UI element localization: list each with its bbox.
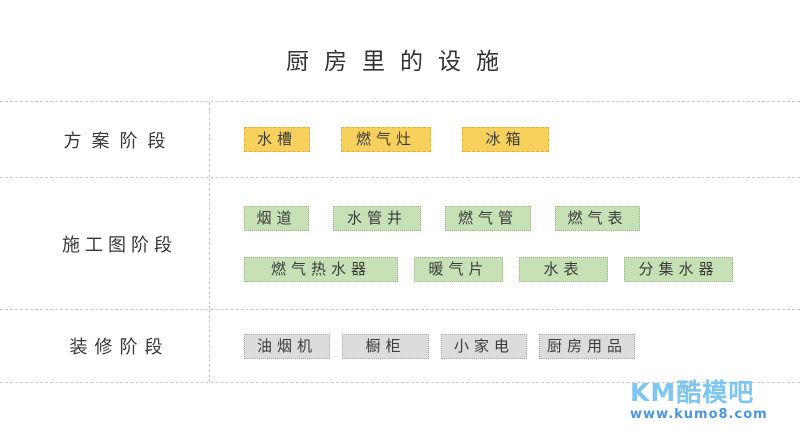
facility-box: 水管井: [333, 205, 421, 231]
row-decoration-stage: 装修阶段 油烟机橱柜小家电厨房用品: [0, 310, 800, 382]
row-construction-stage: 施工图阶段 烟道水管井燃气管燃气表 燃气热水器暖气片水表分集水器: [0, 178, 800, 310]
facility-box: 燃气表: [555, 205, 640, 231]
row-content-construction: 烟道水管井燃气管燃气表 燃气热水器暖气片水表分集水器: [210, 178, 800, 309]
row-label-construction: 施工图阶段: [0, 178, 210, 309]
facility-line: 水槽 燃气灶 冰箱: [244, 127, 800, 152]
facility-box: 燃气管: [445, 205, 531, 231]
facility-box: 分集水器: [624, 256, 733, 282]
row-plan-stage: 方案阶段 水槽 燃气灶 冰箱: [0, 102, 800, 178]
facility-box: 燃气灶: [341, 127, 431, 152]
page-title: 厨房里的设施: [286, 49, 514, 75]
stage-table: 方案阶段 水槽燃气灶冰箱 施工图阶段 烟道水管井燃气管燃气表 燃气热水器暖气片水…: [0, 101, 800, 383]
facility-line: 烟道水管井燃气管燃气表: [244, 205, 800, 231]
facility-line: 油烟机橱柜小家电厨房用品: [244, 333, 800, 359]
facility-box: 水表: [519, 256, 608, 282]
facility-box: 燃气热水器: [244, 256, 398, 282]
facility-box: 冰箱: [462, 127, 549, 152]
facility-box: 油烟机: [244, 333, 330, 359]
row-label-decoration: 装修阶段: [0, 310, 210, 382]
facility-box: 厨房用品: [539, 333, 635, 359]
facility-box: 小家电: [441, 333, 527, 359]
facility-box: 暖气片: [414, 256, 503, 282]
watermark-brand: KM酷模吧: [630, 378, 755, 407]
facility-line: 燃气热水器暖气片水表分集水器: [244, 256, 800, 282]
site-watermark: KM酷模吧 www.kumo8.com: [630, 378, 768, 423]
facility-box: 水槽: [244, 127, 310, 152]
watermark-url: www.kumo8.com: [630, 407, 768, 422]
row-content-decoration: 油烟机橱柜小家电厨房用品: [210, 310, 800, 382]
facility-box: 烟道: [244, 205, 309, 231]
row-content-plan: 水槽 燃气灶 冰箱: [210, 102, 800, 177]
row-label-plan: 方案阶段: [0, 102, 210, 177]
facility-box: 橱柜: [342, 333, 429, 359]
